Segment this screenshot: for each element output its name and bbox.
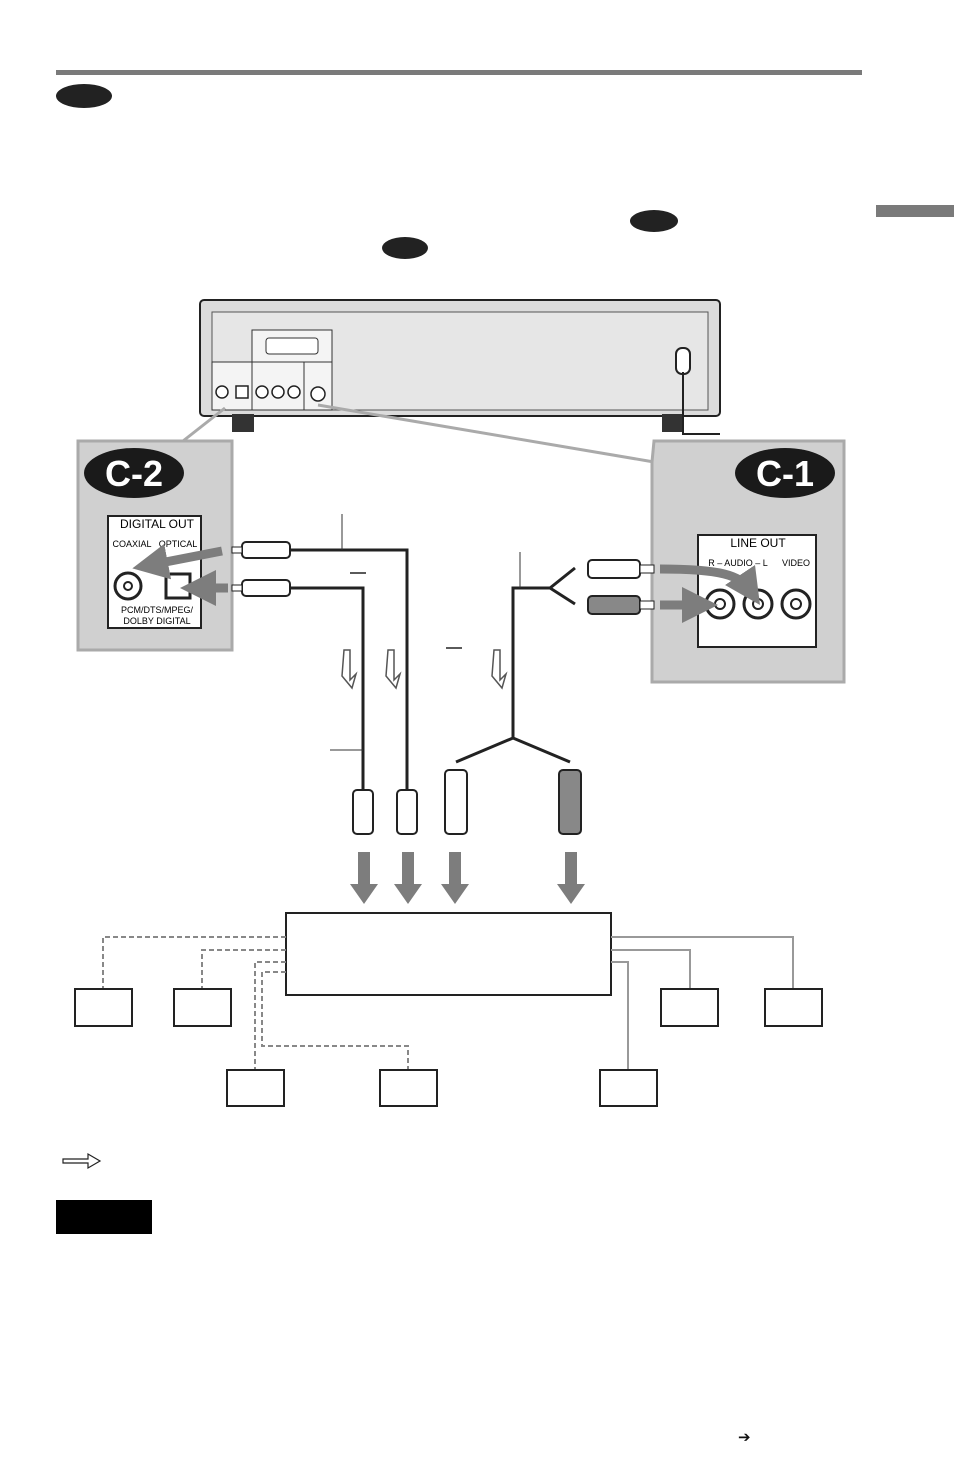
plug-in-arrows: [132, 543, 760, 623]
plugs: [231, 541, 655, 835]
svg-text:C-2: C-2: [105, 453, 163, 494]
c1-audio-label: R – AUDIO – L: [708, 558, 768, 568]
c2-format-line1: PCM/DTS/MPEG/: [121, 605, 194, 615]
side-tab: [876, 205, 954, 217]
amplifier-box: [285, 912, 612, 996]
c1-title: LINE OUT: [730, 536, 786, 550]
c2-optical-label: OPTICAL: [159, 539, 198, 549]
minus-marks: [350, 572, 462, 649]
c2-title: DIGITAL OUT: [120, 517, 195, 531]
c1-video-label: VIDEO: [782, 558, 810, 568]
amp-input-arrows: [350, 852, 585, 904]
player-rear-panel: [199, 299, 721, 435]
cables: [290, 548, 576, 790]
svg-text:C-1: C-1: [756, 453, 814, 494]
note-label-box: [56, 1200, 152, 1234]
inline-badge-1: [630, 210, 678, 232]
badge-c2: C-2: [84, 448, 184, 498]
play-arrow-icon: [62, 1152, 102, 1170]
c2-coaxial-label: COAXIAL: [112, 539, 151, 549]
speaker-wires-solid: [611, 936, 794, 1070]
section-badge: [56, 84, 112, 108]
speaker-boxes: [74, 988, 823, 1107]
optical-jack: [164, 572, 192, 600]
continued-arrow-icon: ➔: [738, 1428, 751, 1446]
badge-c1: C-1: [735, 448, 835, 498]
top-rule: [56, 70, 862, 75]
speaker-wires-dashed: [102, 936, 409, 1070]
inline-badge-2: [382, 237, 428, 259]
cable-callouts: [330, 514, 521, 751]
zoom-lines: [182, 403, 655, 464]
signal-flow-arrows: [341, 649, 508, 690]
c2-format-line2: DOLBY DIGITAL: [123, 616, 190, 626]
